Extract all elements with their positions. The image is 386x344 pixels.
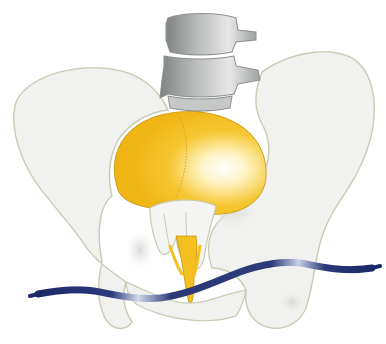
vertebrae — [160, 14, 260, 112]
bone-shading — [126, 230, 154, 270]
nerve-end-right — [372, 266, 380, 268]
nerve — [38, 262, 372, 298]
nerve-end-left — [30, 294, 38, 296]
yellow-organ — [114, 112, 266, 215]
bone-shading — [278, 290, 306, 314]
